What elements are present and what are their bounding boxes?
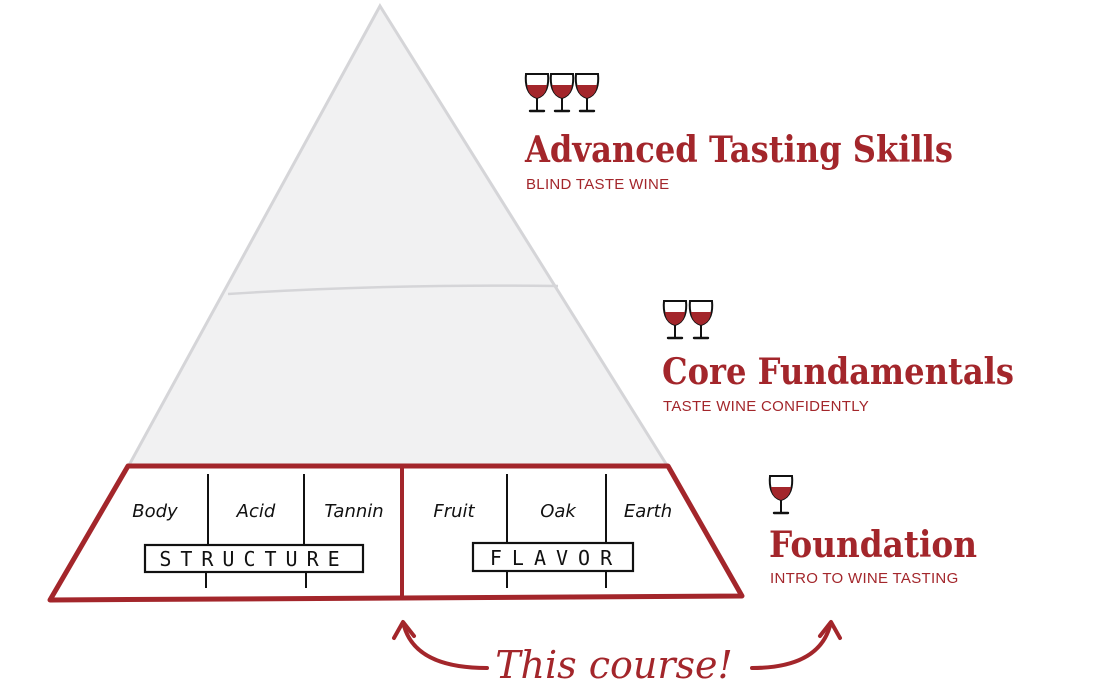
tier-title-core: Core Fundamentals	[662, 351, 1014, 393]
wine-glass-icon	[662, 299, 688, 340]
flavor-label: FLAVOR	[490, 546, 622, 570]
pyramid-divider	[227, 284, 559, 296]
wine-glass-icon	[524, 72, 550, 113]
flavor-item-fruit: Fruit	[433, 501, 475, 522]
tier-title-foundation: Foundation	[769, 524, 977, 566]
wine-glass-icon	[549, 72, 575, 113]
tier-subtitle-foundation: INTRO TO WINE TASTING	[770, 570, 959, 587]
flavor-lines	[506, 474, 607, 588]
wine-glass-icon	[688, 299, 714, 340]
structure-box	[143, 543, 365, 574]
curved-arrow-icon	[750, 620, 842, 670]
structure-item-body: Body	[132, 501, 178, 522]
wine-glass-icon	[574, 72, 600, 113]
tier-title-advanced: Advanced Tasting Skills	[524, 129, 953, 171]
structure-item-acid: Acid	[236, 501, 276, 522]
curved-arrow-icon	[392, 620, 489, 670]
tier-subtitle-core: TASTE WINE CONFIDENTLY	[663, 398, 869, 415]
structure-lines	[205, 474, 307, 588]
structure-label: STRUCTURE	[159, 547, 348, 571]
flavor-box	[471, 541, 635, 573]
foundation-band	[47, 463, 745, 603]
wine-glass-icon	[768, 474, 794, 515]
flavor-item-earth: Earth	[624, 501, 672, 522]
structure-item-tannin: Tannin	[324, 501, 383, 522]
flavor-item-oak: Oak	[540, 501, 577, 522]
course-callout: This course!	[495, 643, 733, 687]
tier-subtitle-advanced: BLIND TASTE WINE	[526, 176, 669, 193]
